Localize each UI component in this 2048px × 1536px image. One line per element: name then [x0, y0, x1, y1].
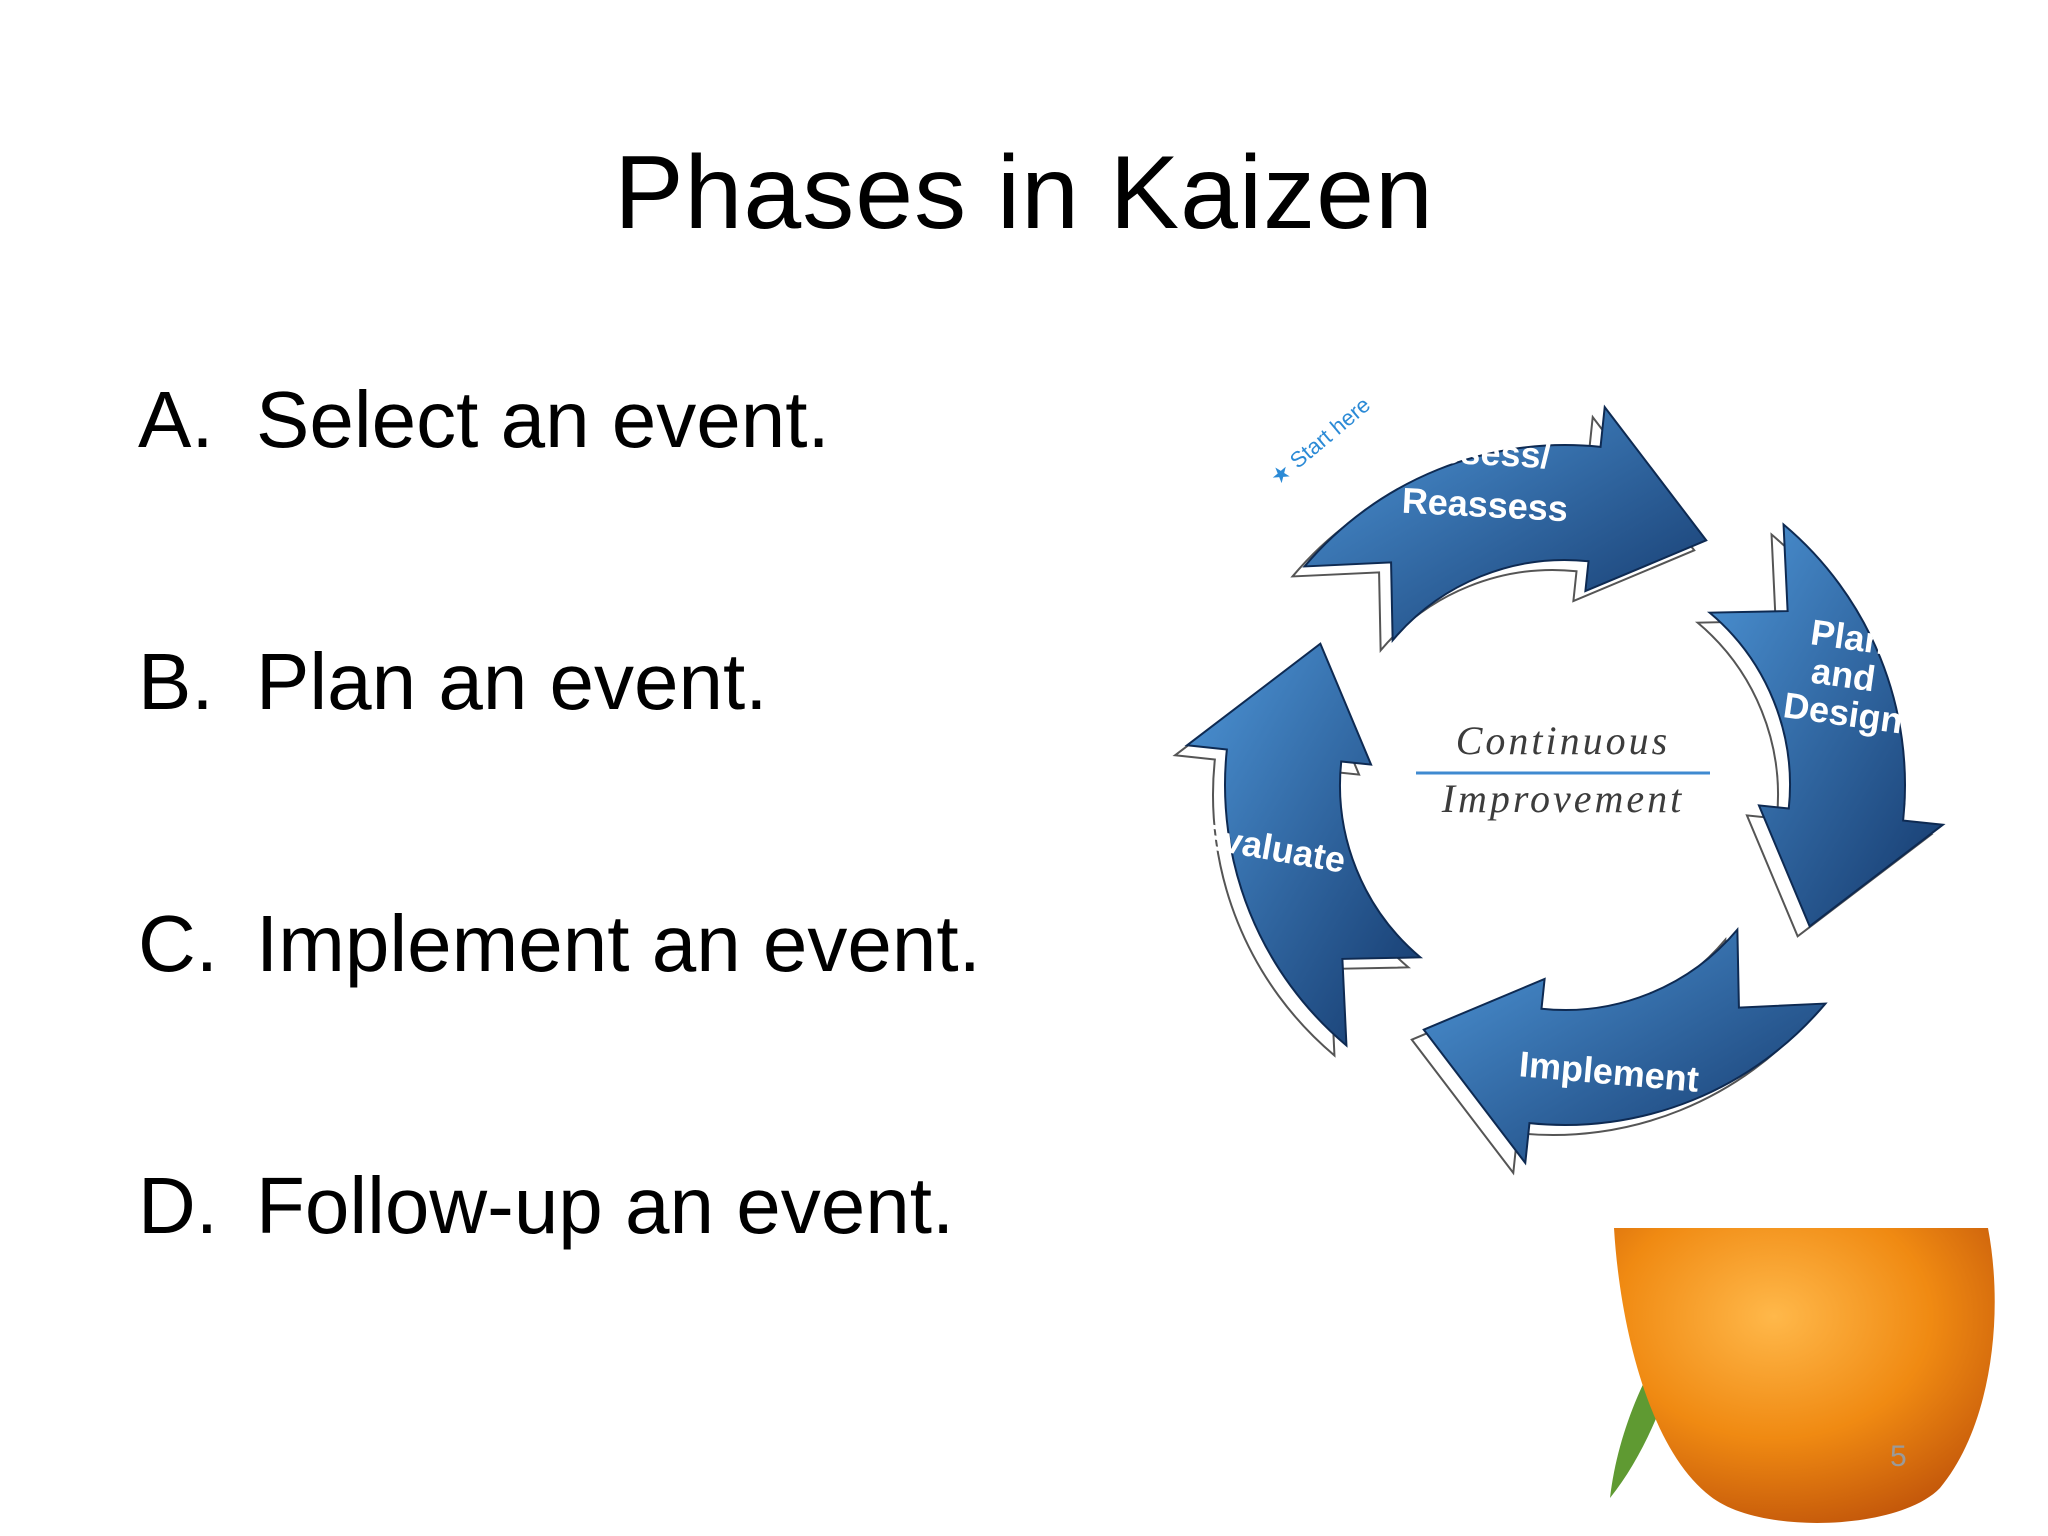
arrow-plan: [1706, 522, 1946, 928]
orange-fruit: [1614, 1228, 1995, 1523]
list-marker: D.: [138, 1161, 218, 1250]
arrow-evaluate: [1184, 642, 1424, 1048]
slide-number: 5: [1890, 1440, 1907, 1473]
list-item-text: Implement an event.: [256, 899, 981, 988]
list-marker: A.: [138, 375, 214, 464]
phase-list-item: A. Select an event.: [138, 370, 830, 470]
kaizen-cycle-svg: ★ Start here Assess/ Reassess Plan and D…: [1172, 392, 1946, 1176]
orange-image: [1500, 1227, 2000, 1536]
orange-illustration: [1500, 1227, 2000, 1536]
phase-list-item: B. Plan an event.: [138, 632, 767, 732]
arrow-implement: [1422, 926, 1828, 1166]
list-item-text: Select an event.: [256, 375, 830, 464]
kaizen-cycle-diagram: ★ Start here Assess/ Reassess Plan and D…: [1130, 340, 2000, 1220]
list-item-text: Follow-up an event.: [256, 1161, 955, 1250]
list-item-text: Plan an event.: [256, 637, 768, 726]
phase-list-item: D. Follow-up an event.: [138, 1156, 954, 1256]
list-marker: B.: [138, 637, 214, 726]
phase-list-item: C. Implement an event.: [138, 894, 981, 994]
arrow-assess: [1302, 404, 1708, 644]
slide-title: Phases in Kaizen: [614, 135, 1434, 251]
cycle-arrows: [1172, 404, 1946, 1176]
center-label-improvement: Improvement: [1441, 776, 1685, 821]
phase-label-assess: Assess/ Reassess: [1401, 428, 1572, 530]
center-label-continuous: Continuous: [1456, 718, 1670, 763]
list-marker: C.: [138, 899, 218, 988]
start-here-label: ★ Start here: [1265, 392, 1375, 490]
